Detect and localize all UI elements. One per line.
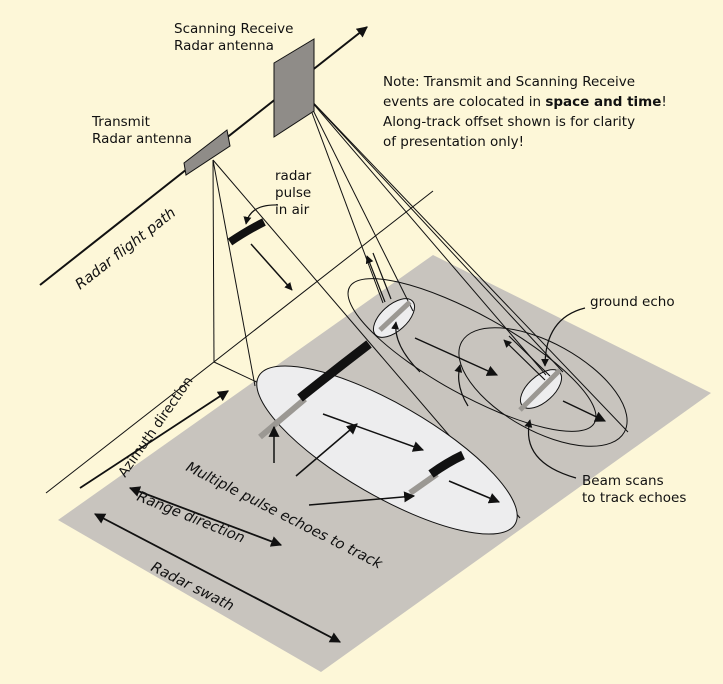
radar-pulse-label: radar pulse in air: [275, 168, 316, 218]
azimuth-direction-arrow: [79, 390, 229, 489]
beam-scans-pointer: [524, 419, 577, 479]
multiple-pulse-pointers: [268, 423, 416, 506]
ground-echo-pointer: [541, 307, 586, 367]
nadir-line: [213, 361, 264, 386]
transmit-antenna-label: Transmit Radar antenna: [91, 114, 192, 147]
ground-echo-bars: [258, 300, 562, 496]
radar-swath-arrow: [94, 513, 341, 643]
receive-antenna-label: Scanning Receive Radar antenna: [174, 21, 298, 54]
pulse-direction-arrow: [250, 243, 293, 291]
radar-pulse-in-air: [227, 218, 266, 246]
receive-footprint-inner: [347, 278, 597, 432]
pulse-echoes: [297, 340, 465, 478]
ground-echo-label: ground echo: [590, 294, 675, 310]
transmit-antenna: [183, 129, 231, 176]
beam-scan-arrow-1: [391, 321, 421, 373]
receive-antenna: [273, 38, 315, 138]
receive-footprint-outer: [458, 327, 628, 447]
transmit-footprint: [256, 365, 518, 535]
note-text: Note: Transmit and Scanning Receive even…: [383, 74, 671, 150]
pulse-label-pointer: [243, 204, 279, 225]
beam-scan-arrow-2: [454, 364, 469, 407]
echo-motion-arrows: [322, 337, 606, 504]
flight-path-ground-projection: [45, 190, 434, 494]
beam-scans-label: Beam scans to track echoes: [582, 473, 686, 506]
return-echo-arrows: [365, 252, 551, 381]
receive-beam: [304, 93, 629, 433]
